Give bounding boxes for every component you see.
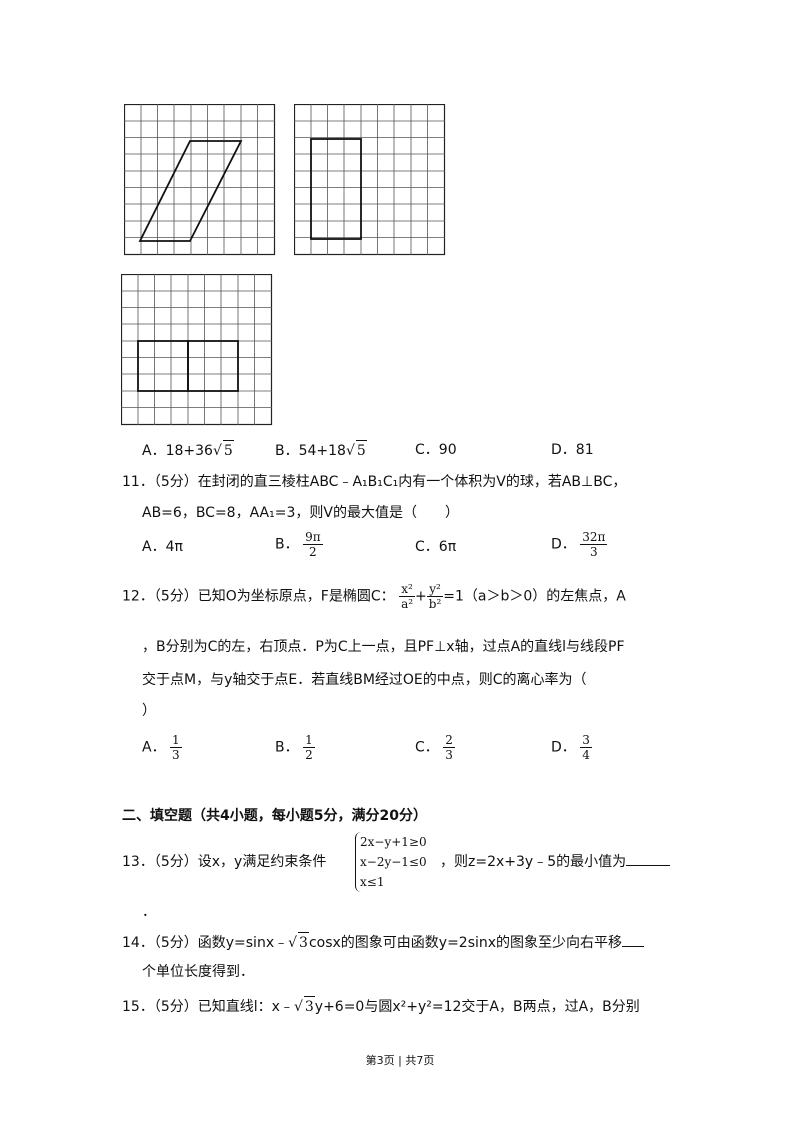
question-score: （5分） <box>153 588 198 605</box>
option-value: 81 <box>575 442 594 458</box>
question-text: 函数y=sinx﹣ <box>197 935 289 951</box>
answer-blank[interactable] <box>626 865 671 866</box>
question-score: （5分） <box>153 854 198 870</box>
radicand: 5 <box>222 440 234 461</box>
question-score: （5分） <box>153 474 198 490</box>
q11-line1: 11．（5分）在封闭的直三棱柱ABC﹣A₁B₁C₁内有一个体积为V的球，若AB⊥… <box>122 472 626 492</box>
section-heading: 二、填空题（共4小题，每小题5分，满分20分） <box>122 808 427 824</box>
option-label: A． <box>142 443 166 459</box>
q14-line1: 14．（5分）函数y=sinx﹣√3cosx的图象可由函数y=2sinx的图象至… <box>122 932 645 953</box>
q13-line1: 13．（5分）设x，y满足约束条件 <box>122 852 326 872</box>
radicand: 3 <box>303 996 315 1017</box>
q15-line1: 15．（5分）已知直线l：x﹣√3y+6=0与圆x²+y²=12交于A，B两点，… <box>122 996 640 1017</box>
option-label: C． <box>415 739 439 756</box>
radicand: 5 <box>355 440 367 461</box>
option-label: B． <box>275 443 299 459</box>
radicand: 3 <box>298 932 309 953</box>
option-value: 90 <box>438 442 457 458</box>
question-text: =1（a＞b＞0）的左焦点，A <box>443 588 626 605</box>
double-rectangle-outline <box>137 340 239 392</box>
parallelogram-outline <box>138 140 243 242</box>
option-label: D． <box>551 442 576 458</box>
option-label: B． <box>275 536 299 553</box>
constraint-1: 2x−y+1≥0 <box>360 835 427 849</box>
q12-line2: ，B分别为C的左，右顶点．P为C上一点，且PF⊥x轴，过点A的直线l与线段PF <box>142 639 625 655</box>
question-text: 已知O为坐标原点，F是椭圆C： <box>197 588 395 605</box>
option-label: B． <box>275 739 299 756</box>
question-number: 12． <box>122 588 154 605</box>
question-text: 在封闭的直三棱柱ABC﹣A₁B₁C₁内有一个体积为V的球，若AB⊥BC， <box>197 474 627 490</box>
rectangle-outline <box>310 138 362 240</box>
question-number: 13． <box>122 854 154 870</box>
question-text: 已知直线l：x﹣ <box>197 999 294 1015</box>
constraint-2: x−2y−1≤0 <box>360 855 427 869</box>
option-value: 6π <box>438 539 457 555</box>
question-text: cosx的图象可由函数y=2sinx的图象至少向右平移 <box>308 935 623 951</box>
question-score: （5分） <box>153 999 198 1015</box>
q12-line4: ） <box>142 703 156 719</box>
q10-option-a: A．18+36√5 <box>142 440 234 461</box>
side-view-grid <box>294 104 446 256</box>
option-label: A． <box>142 739 166 756</box>
option-value: 54+18 <box>298 443 346 459</box>
option-label: C． <box>415 539 439 555</box>
q14-line2: 个单位长度得到． <box>142 964 254 980</box>
q11-option-c: C．6π <box>415 537 456 557</box>
top-view-grid <box>121 274 273 426</box>
front-view-grid <box>124 104 276 256</box>
q11-line2: AB=6，BC=8，AA₁=3，则V的最大值是（ ） <box>142 505 459 521</box>
constraint-system: 2x−y+1≥0 x−2y−1≤0 x≤1 <box>355 832 427 892</box>
question-number: 14． <box>122 935 154 951</box>
question-text: 设x，y满足约束条件 <box>197 854 327 870</box>
q10-option-d: D．81 <box>551 440 594 460</box>
q11-option-a: A．4π <box>142 537 183 557</box>
constraint-3: x≤1 <box>360 875 385 889</box>
option-value: 4π <box>165 539 183 555</box>
answer-blank[interactable] <box>622 946 645 947</box>
q10-option-b: B．54+18√5 <box>275 440 367 461</box>
question-text: y+6=0与圆x²+y²=12交于A，B两点，过A，B分别 <box>314 999 640 1015</box>
question-text: ，则z=2x+3y﹣5的最小值为 <box>440 854 627 870</box>
question-number: 15． <box>122 999 154 1015</box>
q10-option-c: C．90 <box>415 440 457 460</box>
question-score: （5分） <box>153 935 198 951</box>
option-label: D． <box>551 739 576 756</box>
question-number: 11． <box>122 474 154 490</box>
option-label: A． <box>142 539 166 555</box>
q12-line3: 交于点M，与y轴交于点E．若直线BM经过OE的中点，则C的离心率为（ <box>142 672 587 688</box>
option-label: D． <box>551 536 576 553</box>
option-value: 18+36 <box>165 443 213 459</box>
q13-line1-post: ，则z=2x+3y﹣5的最小值为 <box>440 852 671 872</box>
page-footer: 第3页 | 共7页 <box>365 1054 435 1067</box>
option-label: C． <box>415 442 439 458</box>
q13-end: ． <box>142 904 156 920</box>
